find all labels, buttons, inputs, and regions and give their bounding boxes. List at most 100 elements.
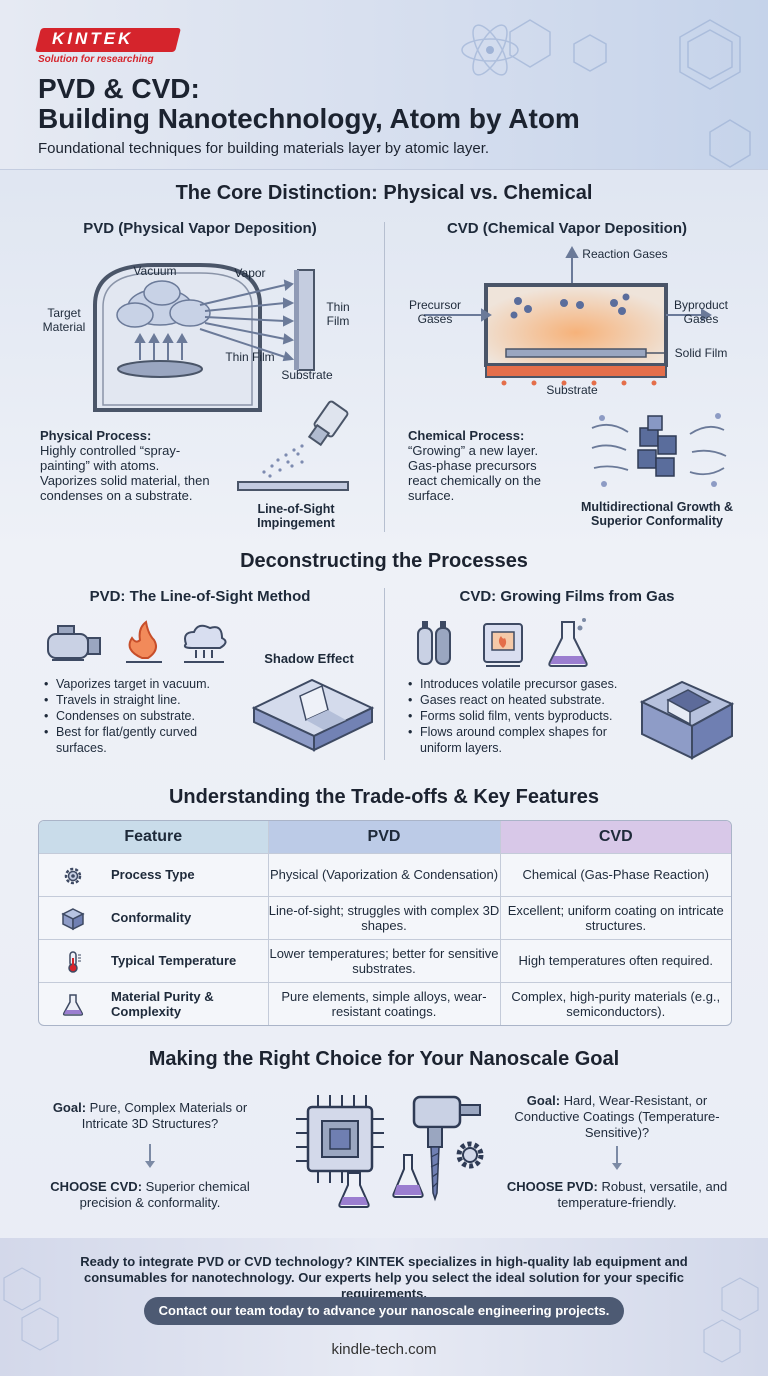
pvd-chamber-diagram [93,263,315,412]
cvd-bullet-list: Introduces volatile precursor gases. Gas… [408,676,642,756]
pvd-vacuum-label: Vacuum [133,264,177,278]
cvd-title: CVD (Chemical Vapor Deposition) [446,220,688,237]
gear-icon [64,867,82,884]
header-banner: KINTEK Solution for researching PVD & CV… [0,0,768,170]
goal-label: Goal: [52,1100,87,1115]
cvd-process-desc: Chemical Process: “Growing” a new layer.… [408,428,568,503]
pvd-title: PVD (Physical Vapor Deposition) [83,220,317,237]
feature-label: Material Purity & Complexity [111,988,214,1019]
choose-description: Superior chemical precision & conformali… [79,1179,250,1210]
nanotech-tools-illustration [296,1095,484,1208]
gas-cylinders-icon [417,621,451,665]
cvd-icon-caption: Multidirectional Growth & Superior Confo… [580,500,734,528]
pvd-cell: Line-of-sight; struggles with complex 3D… [267,895,500,939]
table-row: Material Purity & Complexity Pure elemen… [39,981,731,1025]
page-title: PVD & CVD: Building Nanotechnology, Atom… [38,74,738,134]
pvd-cell: Physical (Vaporization & Condensation) [267,852,500,896]
logo-text: KINTEK [52,29,134,48]
cvd-cell: Excellent; uniform coating on intricate … [499,895,731,939]
cvd-precursor-label: Precursor Gases [408,298,461,326]
tradeoffs-heading: Understanding the Trade-offs & Key Featu… [168,786,600,808]
cvd-reaction-label: Reaction Gases [582,247,668,261]
pvd-process-text: Highly controlled “spray-painting” with … [40,443,210,503]
title-line-2: Building Nanotechnology, Atom by Atom [38,103,580,134]
conformal-coating-block-icon [639,680,735,760]
list-item: Best for flat/gently curved surfaces. [44,724,244,756]
microchip-icon [296,1095,384,1183]
title-line-1: PVD & CVD: [38,73,200,104]
cvd-choice-text: CHOOSE CVD: Superior chemical precision … [38,1179,262,1211]
cube-icon [61,907,85,930]
tagline: Solution for researching [38,54,154,65]
flask-icon [62,993,84,1016]
list-item: Flows around complex shapes for uniform … [408,724,642,756]
column-header-feature: Feature [39,821,268,853]
contact-team-button[interactable]: Contact our team today to advance your n… [144,1297,624,1325]
pvd-method-title: PVD: The Line-of-Sight Method [89,588,311,605]
furnace-icon [483,623,523,667]
thermometer-icon [68,950,81,973]
deconstruct-divider [384,588,385,760]
cvd-reactor-diagram [424,245,712,386]
cvd-method-title: CVD: Growing Films from Gas [459,588,675,605]
pvd-choice-text: CHOOSE PVD: Robust, versatile, and tempe… [500,1179,734,1211]
list-item: Travels in straight line. [44,692,244,708]
feature-cell: Process Type [39,852,268,896]
feature-label: Conformality [111,910,192,925]
list-item: Introduces volatile precursor gases. [408,676,642,692]
pvd-target-label: Target Material [42,306,86,334]
table-row: Typical Temperature Lower temperatures; … [39,938,731,982]
shadow-effect-label: Shadow Effect [264,651,354,666]
footer-message: Ready to integrate PVD or CVD technology… [80,1254,688,1301]
list-item: Condenses on substrate. [44,708,244,724]
molecule-decoration-icon [461,19,751,168]
column-header-pvd: PVD [267,821,500,853]
footer-decoration-icon [3,1267,759,1363]
drill-tool-icon [412,1095,481,1202]
pvd-goal-text: Goal: Hard, Wear-Resistant, or Conductiv… [500,1093,734,1141]
cvd-cell: High temperatures often required. [499,938,731,982]
pvd-cell: Pure elements, simple alloys, wear-resis… [267,981,500,1025]
website-link[interactable]: kindle-tech.com [331,1341,437,1358]
table-row: Conformality Line-of-sight; struggles wi… [39,895,731,939]
flask-icon [392,1154,424,1198]
down-arrow-icon [612,1146,622,1170]
vacuum-pump-icon [47,625,101,661]
pvd-process-title: Physical Process: [40,428,152,443]
cvd-substrate-label: Substrate [546,383,598,397]
list-item: Forms solid film, vents byproducts. [408,708,642,724]
shadow-effect-block-icon [251,678,375,752]
spray-gun-icon [237,400,349,491]
cvd-process-text: “Growing” a new layer. Gas-phase precurs… [408,443,541,503]
pvd-bullet-list: Vaporizes target in vacuum. Travels in s… [44,676,244,756]
pvd-vapor-label: Vapor [234,266,266,280]
pvd-thinfilm-bottom-label: Thin Film [225,350,275,364]
cvd-goal-text: Goal: Pure, Complex Materials or Intrica… [38,1100,262,1132]
flame-icon [126,620,162,663]
choose-description: Robust, versatile, and temperature-frien… [557,1179,728,1210]
pvd-process-desc: Physical Process: Highly controlled “spr… [40,428,210,503]
cvd-process-title: Chemical Process: [408,428,525,443]
pvd-step-icons [47,620,227,663]
pvd-icon-caption: Line-of-Sight Impingement [257,502,335,530]
core-heading: The Core Distinction: Physical vs. Chemi… [175,182,593,204]
list-item: Vaporizes target in vacuum. [44,676,244,692]
page-subtitle: Foundational techniques for building mat… [38,140,490,157]
conformal-growth-icon [591,413,727,487]
list-item: Gases react on heated substrate. [408,692,642,708]
beaker-icon [338,1172,370,1208]
feature-cell: Conformality [39,895,268,939]
down-arrow-icon [145,1144,155,1168]
feature-label: Typical Temperature [111,953,237,968]
cvd-cell: Chemical (Gas-Phase Reaction) [499,852,731,896]
core-divider [384,222,385,532]
table-row: Process Type Physical (Vaporization & Co… [39,852,731,896]
choice-heading: Making the Right Choice for Your Nanosca… [148,1048,620,1070]
feature-cell: Typical Temperature [39,938,268,982]
cvd-step-icons [417,618,588,667]
gear-icon [456,1141,484,1169]
column-header-cvd: CVD [499,821,731,853]
tradeoffs-table: Feature PVD CVD Process Type Physical (V… [38,820,732,1026]
choose-label: CHOOSE CVD: [50,1179,143,1194]
feature-cell: Material Purity & Complexity [39,981,268,1025]
